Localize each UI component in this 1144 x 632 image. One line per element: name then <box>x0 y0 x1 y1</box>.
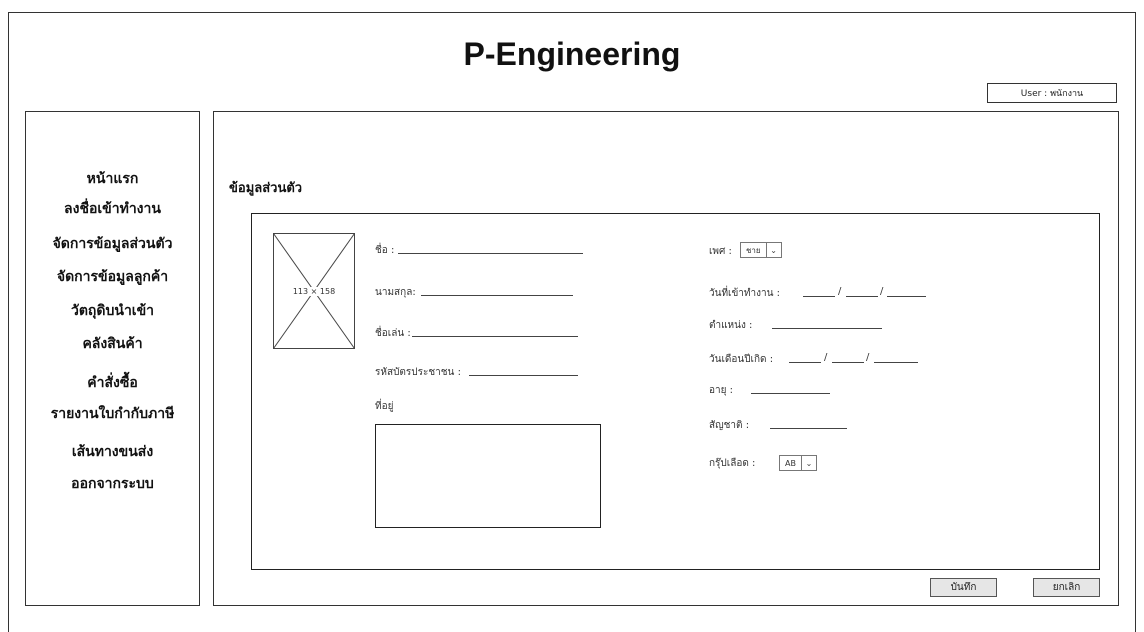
gender-select[interactable]: ชาย ⌄ <box>740 242 782 258</box>
start-date-month-field[interactable] <box>846 296 878 297</box>
age-label: อายุ : <box>709 385 734 396</box>
last-name-label: นามสกุล: <box>375 287 416 298</box>
cancel-button[interactable]: ยกเลิก <box>1033 578 1100 597</box>
sidebar-item-logout[interactable]: ออกจากระบบ <box>71 476 154 492</box>
nationality-field[interactable] <box>770 428 847 429</box>
chevron-down-icon: ⌄ <box>765 243 781 257</box>
address-label: ที่อยู่ <box>375 401 394 412</box>
save-button[interactable]: บันทึก <box>930 578 997 597</box>
birth-date-label: วันเดือนปีเกิด : <box>709 354 774 365</box>
sidebar-item-raw-materials[interactable]: วัตถุดิบนำเข้า <box>70 303 155 319</box>
start-date-day-field[interactable] <box>803 296 835 297</box>
sidebar-item-check-in[interactable]: ลงชื่อเข้าทำงาน <box>64 201 161 217</box>
nickname-label: ชื่อเล่น : <box>375 328 411 339</box>
sidebar-item-orders[interactable]: คำสั่งซื้อ <box>87 375 138 391</box>
date-separator: / <box>880 286 884 297</box>
gender-select-value: ชาย <box>746 245 761 255</box>
profile-photo-placeholder[interactable]: 113 × 158 <box>273 233 355 349</box>
nationality-label: สัญชาติ : <box>709 420 750 431</box>
user-badge: User : พนักงาน <box>987 83 1117 103</box>
main-panel <box>213 111 1119 606</box>
sidebar-item-personal-info[interactable]: จัดการข้อมูลส่วนตัว <box>52 236 173 252</box>
position-label: ตำแหน่ง : <box>709 320 753 331</box>
national-id-field[interactable] <box>469 375 578 376</box>
age-field[interactable] <box>751 393 830 394</box>
sidebar-item-warehouse[interactable]: คลังสินค้า <box>82 336 143 352</box>
start-date-label: วันที่เข้าทำงาน : <box>709 288 781 299</box>
blood-group-label: กรุ๊ปเลือด : <box>709 458 756 469</box>
sidebar-item-customers[interactable]: จัดการข้อมูลลูกค้า <box>56 269 169 285</box>
birth-date-day-field[interactable] <box>789 362 821 363</box>
blood-group-select-value: AB <box>785 458 796 468</box>
last-name-field[interactable] <box>421 295 573 296</box>
section-title: ข้อมูลส่วนตัว <box>229 181 303 196</box>
nickname-field[interactable] <box>412 336 578 337</box>
date-separator: / <box>824 352 828 363</box>
address-textarea[interactable] <box>375 424 601 528</box>
chevron-down-icon: ⌄ <box>800 456 816 470</box>
position-field[interactable] <box>772 328 882 329</box>
photo-size-label: 113 × 158 <box>290 287 338 296</box>
sidebar-item-shipping-routes[interactable]: เส้นทางขนส่ง <box>71 444 154 460</box>
first-name-label: ชื่อ : <box>375 245 395 256</box>
window-frame <box>8 12 1136 632</box>
date-separator: / <box>838 286 842 297</box>
start-date-year-field[interactable] <box>887 296 926 297</box>
sidebar: หน้าแรก ลงชื่อเข้าทำงาน จัดการข้อมูลส่วน… <box>25 111 200 606</box>
gender-label: เพศ : <box>709 246 732 257</box>
sidebar-item-tax-invoice-report[interactable]: รายงานใบกำกับภาษี <box>50 406 175 422</box>
first-name-field[interactable] <box>398 253 583 254</box>
date-separator: / <box>866 352 870 363</box>
blood-group-select[interactable]: AB ⌄ <box>779 455 817 471</box>
birth-date-year-field[interactable] <box>874 362 918 363</box>
birth-date-month-field[interactable] <box>832 362 864 363</box>
sidebar-item-home[interactable]: หน้าแรก <box>86 171 139 187</box>
app-title: P-Engineering <box>463 36 681 72</box>
national-id-label: รหัสบัตรประชาชน : <box>375 367 461 378</box>
personal-info-form <box>251 213 1100 570</box>
